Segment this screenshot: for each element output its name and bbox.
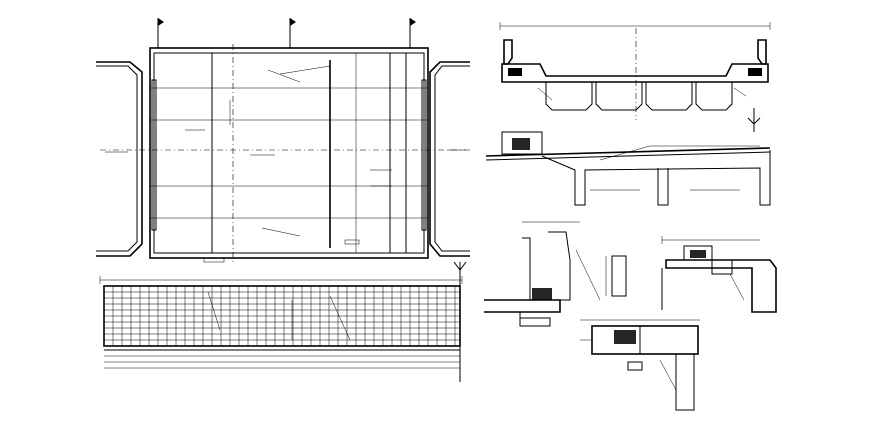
deck-slab (501, 63, 769, 83)
left-railing (503, 39, 513, 65)
bridge-plan-view (96, 18, 470, 263)
left-wing-wall (96, 61, 143, 257)
longitudinal-section (485, 131, 771, 206)
deck-outline (149, 47, 429, 259)
reinforcement-elevation (99, 261, 467, 382)
bearing-detail (580, 319, 700, 411)
right-railing (757, 39, 767, 65)
bridge-cross-section (499, 22, 771, 132)
abutment-detail (484, 221, 627, 327)
rebar-grid (104, 286, 460, 346)
right-wing-wall (429, 61, 470, 257)
pier-cap-detail (661, 236, 777, 313)
